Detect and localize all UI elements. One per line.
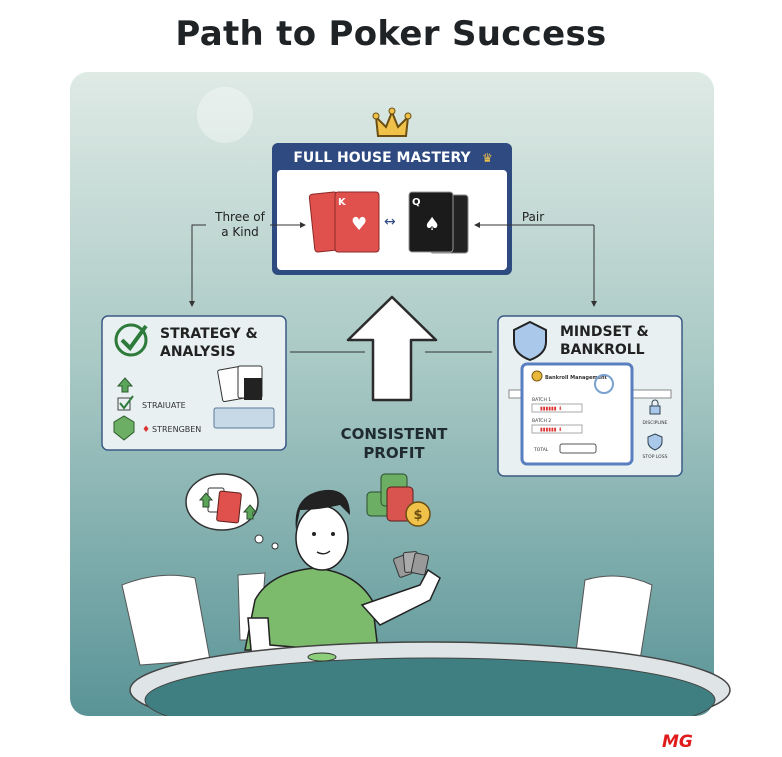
chair-left xyxy=(121,574,211,666)
checkbox-icon xyxy=(117,397,131,411)
full-house-heading: FULL HOUSE MASTERY xyxy=(293,150,471,166)
svg-text:DISCIPLINE: DISCIPLINE xyxy=(643,420,668,426)
lock-icon xyxy=(649,399,661,415)
svg-text:MINDSET &: MINDSET & xyxy=(560,324,649,340)
strategy-box: STRATEGY & ANALYSIS STRAIUATE ♦ STRENGBE… xyxy=(101,315,287,451)
three-of-a-kind-label: Three of xyxy=(214,210,266,224)
svg-text:K: K xyxy=(338,197,347,208)
svg-text:Bankroll Management: Bankroll Management xyxy=(545,375,608,381)
svg-text:▮▮▮▮▮▮ ⬇: ▮▮▮▮▮▮ ⬇ xyxy=(540,406,562,412)
ace-cards-icon xyxy=(217,365,263,403)
connector-lines xyxy=(189,222,597,353)
poker-chips-icon: $ xyxy=(366,473,431,527)
checkmark-circle-icon xyxy=(114,323,148,357)
svg-text:STRATEGY &: STRATEGY & xyxy=(160,326,258,342)
shield-badge-icon xyxy=(113,415,135,441)
svg-text:STOP LOSS: STOP LOSS xyxy=(643,454,668,460)
up-arrow-icon xyxy=(346,295,438,402)
crown-icon xyxy=(372,107,412,137)
diamond-icon: ♦ xyxy=(142,425,150,435)
svg-text:♠: ♠ xyxy=(424,214,440,235)
up-arrow-small-icon xyxy=(116,377,134,393)
consistent-profit-line-2: PROFIT xyxy=(363,444,425,462)
svg-text:$: $ xyxy=(413,508,422,523)
shield-icon xyxy=(513,320,547,362)
double-arrow-icon: ↔ xyxy=(384,214,396,230)
king-cards: K ♥ xyxy=(308,191,380,253)
full-house-box: FULL HOUSE MASTERY ♛ K ♥ ↔ Q ♠ xyxy=(272,143,512,275)
hand-cards-icon xyxy=(393,551,430,578)
pair-label: Pair xyxy=(522,210,544,224)
svg-text:BATCH 1: BATCH 1 xyxy=(532,397,551,403)
queen-cards: Q ♠ xyxy=(408,191,469,254)
svg-text:STRAIUATE: STRAIUATE xyxy=(142,401,186,410)
svg-text:BANKROLL: BANKROLL xyxy=(560,342,645,358)
chair-right xyxy=(574,575,653,661)
mindset-box: MINDSET & BANKROLL Bankroll Management B… xyxy=(497,315,683,477)
consistent-profit-line-1: CONSISTENT xyxy=(341,425,449,443)
watermark-logo: MG xyxy=(662,732,693,752)
svg-text:▮▮▮▮▮▮ ⬇: ▮▮▮▮▮▮ ⬇ xyxy=(540,427,562,433)
page-title: Path to Poker Success xyxy=(175,14,607,54)
chip-on-table xyxy=(307,652,337,662)
svg-text:BATCH 2: BATCH 2 xyxy=(532,418,551,424)
stop-loss-shield-icon xyxy=(647,433,663,451)
small-crown-icon: ♛ xyxy=(482,151,493,165)
svg-text:ANALYSIS: ANALYSIS xyxy=(160,344,236,360)
thought-bubble xyxy=(185,473,279,550)
up-arrow-green-icon xyxy=(198,492,214,508)
svg-text:STRENGBEN: STRENGBEN xyxy=(152,425,201,434)
svg-text:♥: ♥ xyxy=(351,214,367,235)
dollar-coin-icon xyxy=(405,501,431,527)
bankroll-sheet xyxy=(520,362,634,466)
svg-text:Q: Q xyxy=(412,197,421,208)
up-arrow-green-icon xyxy=(242,504,258,520)
svg-text:TOTAL: TOTAL xyxy=(533,447,549,453)
chip-tray xyxy=(213,407,275,429)
three-of-a-kind-label-2: a Kind xyxy=(221,225,259,239)
decor-circle xyxy=(197,87,253,143)
